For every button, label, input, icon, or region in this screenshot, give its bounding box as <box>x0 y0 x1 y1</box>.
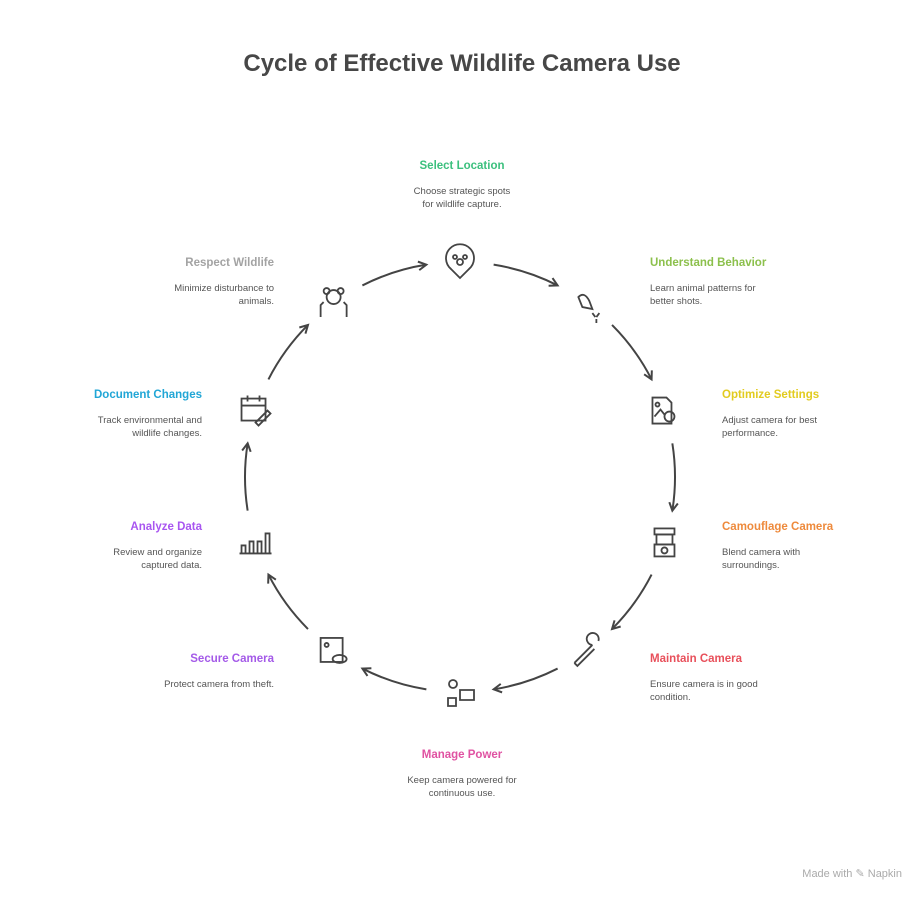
cycle-arrow <box>493 667 559 691</box>
camera-lens-icon <box>653 527 676 558</box>
step-description: Choose strategic spots for wildlife capt… <box>413 186 511 210</box>
cycle-arrow <box>671 443 676 511</box>
step-description: Adjust camera for best performance. <box>722 415 818 439</box>
step-description: Track environmental and wildlife changes… <box>97 415 202 439</box>
cycle-arrow <box>244 443 249 511</box>
arrowhead <box>491 683 503 694</box>
step-title: Respect Wildlife <box>185 257 274 269</box>
arrowhead <box>668 501 679 513</box>
step-title: Manage Power <box>421 749 503 761</box>
arrowhead <box>548 277 560 287</box>
image-settings-icon <box>651 396 676 425</box>
step-description: Protect camera from theft. <box>164 679 274 690</box>
arrowhead <box>643 370 653 382</box>
arrowhead <box>417 260 429 271</box>
bird-icon <box>577 293 601 324</box>
step-title: Analyze Data <box>130 521 202 533</box>
arrowhead <box>360 667 372 677</box>
step-title: Maintain Camera <box>650 653 743 665</box>
arrowhead <box>267 572 277 584</box>
cycle-arrow <box>493 263 559 287</box>
arrowhead <box>610 620 621 631</box>
cycle-arrow <box>361 263 427 287</box>
cycle-arrow <box>267 324 309 380</box>
step-description: Keep camera powered for continuous use. <box>407 775 517 799</box>
arrowhead <box>241 441 252 453</box>
cycle-arrow <box>611 574 653 630</box>
solar-battery-icon <box>447 679 475 707</box>
wrench-icon <box>573 632 600 668</box>
step-title: Camouflage Camera <box>722 521 834 533</box>
cycle-arrow <box>267 574 309 630</box>
step-title: Understand Behavior <box>650 257 767 269</box>
image-eye-icon <box>319 637 348 664</box>
made-with-napkin: Made with ✎ Napkin <box>802 868 902 880</box>
diagram-title: Cycle of Effective Wildlife Camera Use <box>243 50 681 77</box>
cycle-arrow <box>361 667 427 691</box>
calendar-pencil-icon <box>240 395 272 427</box>
step-title: Select Location <box>419 160 505 172</box>
step-title: Optimize Settings <box>722 389 820 401</box>
step-description: Ensure camera is in good condition. <box>650 679 758 703</box>
arrowhead <box>299 323 310 334</box>
cycle-arrow <box>611 324 653 380</box>
step-description: Review and organize captured data. <box>113 547 202 571</box>
step-description: Learn animal patterns for better shots. <box>650 283 756 307</box>
step-title: Secure Camera <box>190 653 274 665</box>
bear-hands-icon <box>319 287 348 318</box>
bar-chart-icon <box>239 532 272 555</box>
step-title: Document Changes <box>94 389 202 401</box>
paw-location-pin-icon <box>445 243 475 280</box>
step-description: Blend camera with surroundings. <box>722 547 801 571</box>
step-description: Minimize disturbance to animals. <box>174 283 274 307</box>
